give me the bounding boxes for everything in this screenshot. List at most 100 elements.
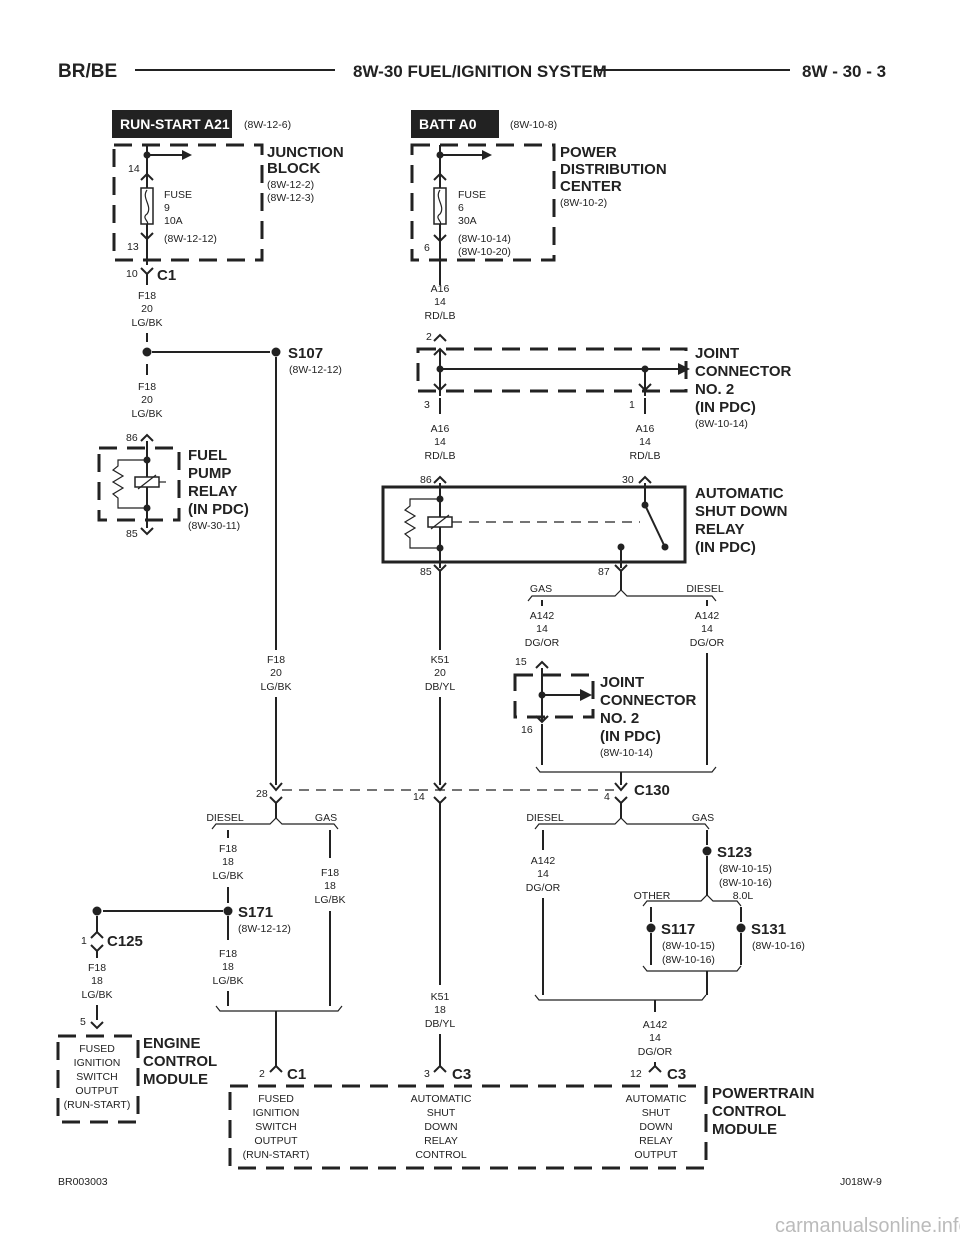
jc2b-title-2: CONNECTOR bbox=[600, 692, 697, 709]
a16-c-l1: A16 bbox=[636, 423, 655, 435]
c130-pin-28-icon bbox=[269, 782, 283, 792]
run-start-ref: (8W-12-6) bbox=[244, 119, 291, 131]
pcm-in1-l3: SWITCH bbox=[255, 1121, 296, 1133]
c1-jb-connector-icon bbox=[140, 267, 154, 276]
k51-18-l1: K51 bbox=[431, 991, 450, 1003]
right-diesel: DIESEL bbox=[526, 812, 564, 824]
ecm-pin-l4: OUTPUT bbox=[75, 1085, 119, 1097]
a142-d-l1: A142 bbox=[643, 1019, 668, 1031]
fpr-coil-slash bbox=[137, 474, 157, 490]
a16-a-l1: A16 bbox=[431, 283, 450, 295]
s171-label: S171 bbox=[238, 904, 273, 921]
fuse9-l3: 10A bbox=[164, 215, 183, 227]
a142-b-l1: A142 bbox=[695, 610, 720, 622]
a16-c-l2: 14 bbox=[639, 436, 651, 448]
pdc-outline bbox=[410, 143, 556, 262]
jb-title-1: JUNCTION bbox=[267, 144, 344, 161]
f18-20-c-l2: 20 bbox=[270, 667, 282, 679]
f18-20-b-l1: F18 bbox=[138, 381, 156, 393]
jc2-title-1: JOINT bbox=[695, 345, 739, 362]
s123-ref-1: (8W-10-15) bbox=[719, 863, 772, 875]
a142-b-l3: DG/OR bbox=[690, 637, 725, 649]
pdc-title-3: CENTER bbox=[560, 178, 622, 195]
c1-label: C1 bbox=[157, 267, 176, 284]
left-diesel: DIESEL bbox=[206, 812, 244, 824]
k51-20-l3: DB/YL bbox=[425, 681, 456, 693]
jc2b-arrow-icon bbox=[580, 689, 592, 701]
jc2-pin-3: 3 bbox=[424, 399, 430, 411]
s117-label: S117 bbox=[661, 921, 695, 938]
jc2-pin-15-icon bbox=[535, 660, 549, 669]
pdc-pin-6: 6 bbox=[424, 242, 430, 254]
s117-node bbox=[646, 923, 656, 933]
pdc-title-1: POWER bbox=[560, 144, 617, 161]
jc2-pin-2-icon bbox=[433, 333, 447, 342]
asd87-option-bracket bbox=[527, 589, 717, 602]
asd-relay-outline bbox=[381, 485, 687, 564]
fuse-9-element bbox=[144, 189, 150, 225]
ecm-pin-l5: (RUN-START) bbox=[64, 1099, 131, 1111]
c125-top-icon bbox=[90, 930, 104, 939]
pcm-in1-l4: OUTPUT bbox=[254, 1135, 298, 1147]
ecm-pin-l1: FUSED bbox=[79, 1043, 115, 1055]
f18-20-c-l3: LG/BK bbox=[261, 681, 292, 693]
run-start-label: RUN-START A21 bbox=[120, 116, 230, 132]
ecm-title-3: MODULE bbox=[143, 1071, 208, 1088]
a16-a-l2: 14 bbox=[434, 296, 446, 308]
a142-a-l3: DG/OR bbox=[525, 637, 560, 649]
right-gas: GAS bbox=[692, 812, 714, 824]
s171-node-left bbox=[92, 906, 102, 916]
fpr-title-1: FUEL bbox=[188, 447, 227, 464]
fuse6-l5: (8W-10-20) bbox=[458, 246, 511, 258]
s131-node bbox=[736, 923, 746, 933]
opt-8l: 8.0L bbox=[733, 890, 754, 902]
pdc-arrow-icon bbox=[482, 150, 492, 160]
s107-label: S107 bbox=[288, 345, 323, 362]
fuse6-l3: 30A bbox=[458, 215, 477, 227]
batt-ref: (8W-10-8) bbox=[510, 119, 557, 131]
k51-20-l2: 20 bbox=[434, 667, 446, 679]
c3-pin3-icon bbox=[433, 1064, 447, 1073]
s131-label: S131 bbox=[751, 921, 786, 938]
c1-pin: 10 bbox=[126, 268, 138, 280]
pcm-in3-l1: AUTOMATIC bbox=[626, 1093, 687, 1105]
asd-pin-87: 87 bbox=[598, 566, 610, 578]
pcm-merge-bracket bbox=[215, 1005, 343, 1012]
k51-20-l1: K51 bbox=[431, 654, 450, 666]
jc2-title-3: NO. 2 bbox=[695, 381, 734, 398]
pcm-in3-l4: RELAY bbox=[639, 1135, 673, 1147]
asd-title-2: SHUT DOWN bbox=[695, 503, 788, 520]
s123-option-bracket bbox=[642, 894, 742, 907]
asd-resistor-icon bbox=[403, 498, 440, 549]
fuse-6-element bbox=[437, 189, 443, 225]
jc2-pin-16: 16 bbox=[521, 724, 533, 736]
c125-pin: 1 bbox=[81, 935, 87, 947]
asd-title-1: AUTOMATIC bbox=[695, 485, 784, 502]
fuse6-l2: 6 bbox=[458, 202, 464, 214]
f18-18-d-l3: LG/BK bbox=[82, 989, 113, 1001]
c3-pin12-icon bbox=[648, 1064, 662, 1073]
f18-18-c-l2: 18 bbox=[222, 961, 234, 973]
s123-node bbox=[702, 846, 712, 856]
asd-switch-icon bbox=[644, 504, 665, 546]
c130-pin-14-icon bbox=[433, 782, 447, 792]
ecm-pin-l2: IGNITION bbox=[74, 1057, 121, 1069]
c130-pin-14b-icon bbox=[433, 796, 447, 805]
s117-s131-bracket bbox=[642, 965, 742, 972]
pdc-pin-top-icon bbox=[433, 172, 447, 181]
asd-title-3: RELAY bbox=[695, 521, 744, 538]
asd87-gas: GAS bbox=[530, 583, 552, 595]
ecm-outline bbox=[56, 1034, 140, 1124]
fpr-pin-86: 86 bbox=[126, 432, 138, 444]
k51-18-l3: DB/YL bbox=[425, 1018, 456, 1030]
jc2b-title-4: (IN PDC) bbox=[600, 728, 661, 745]
f18-18-a-l2: 18 bbox=[222, 856, 234, 868]
fpr-title-3: RELAY bbox=[188, 483, 237, 500]
jb-pin-14-icon bbox=[140, 172, 154, 181]
fuse9-l4: (8W-12-12) bbox=[164, 233, 217, 245]
fpr-resistor-icon bbox=[111, 459, 147, 509]
c130-pin-4-icon bbox=[614, 782, 628, 792]
jc2-pin-3-icon bbox=[433, 383, 447, 392]
c130-merge-bracket bbox=[535, 766, 717, 773]
a142-d-l2: 14 bbox=[649, 1032, 661, 1044]
